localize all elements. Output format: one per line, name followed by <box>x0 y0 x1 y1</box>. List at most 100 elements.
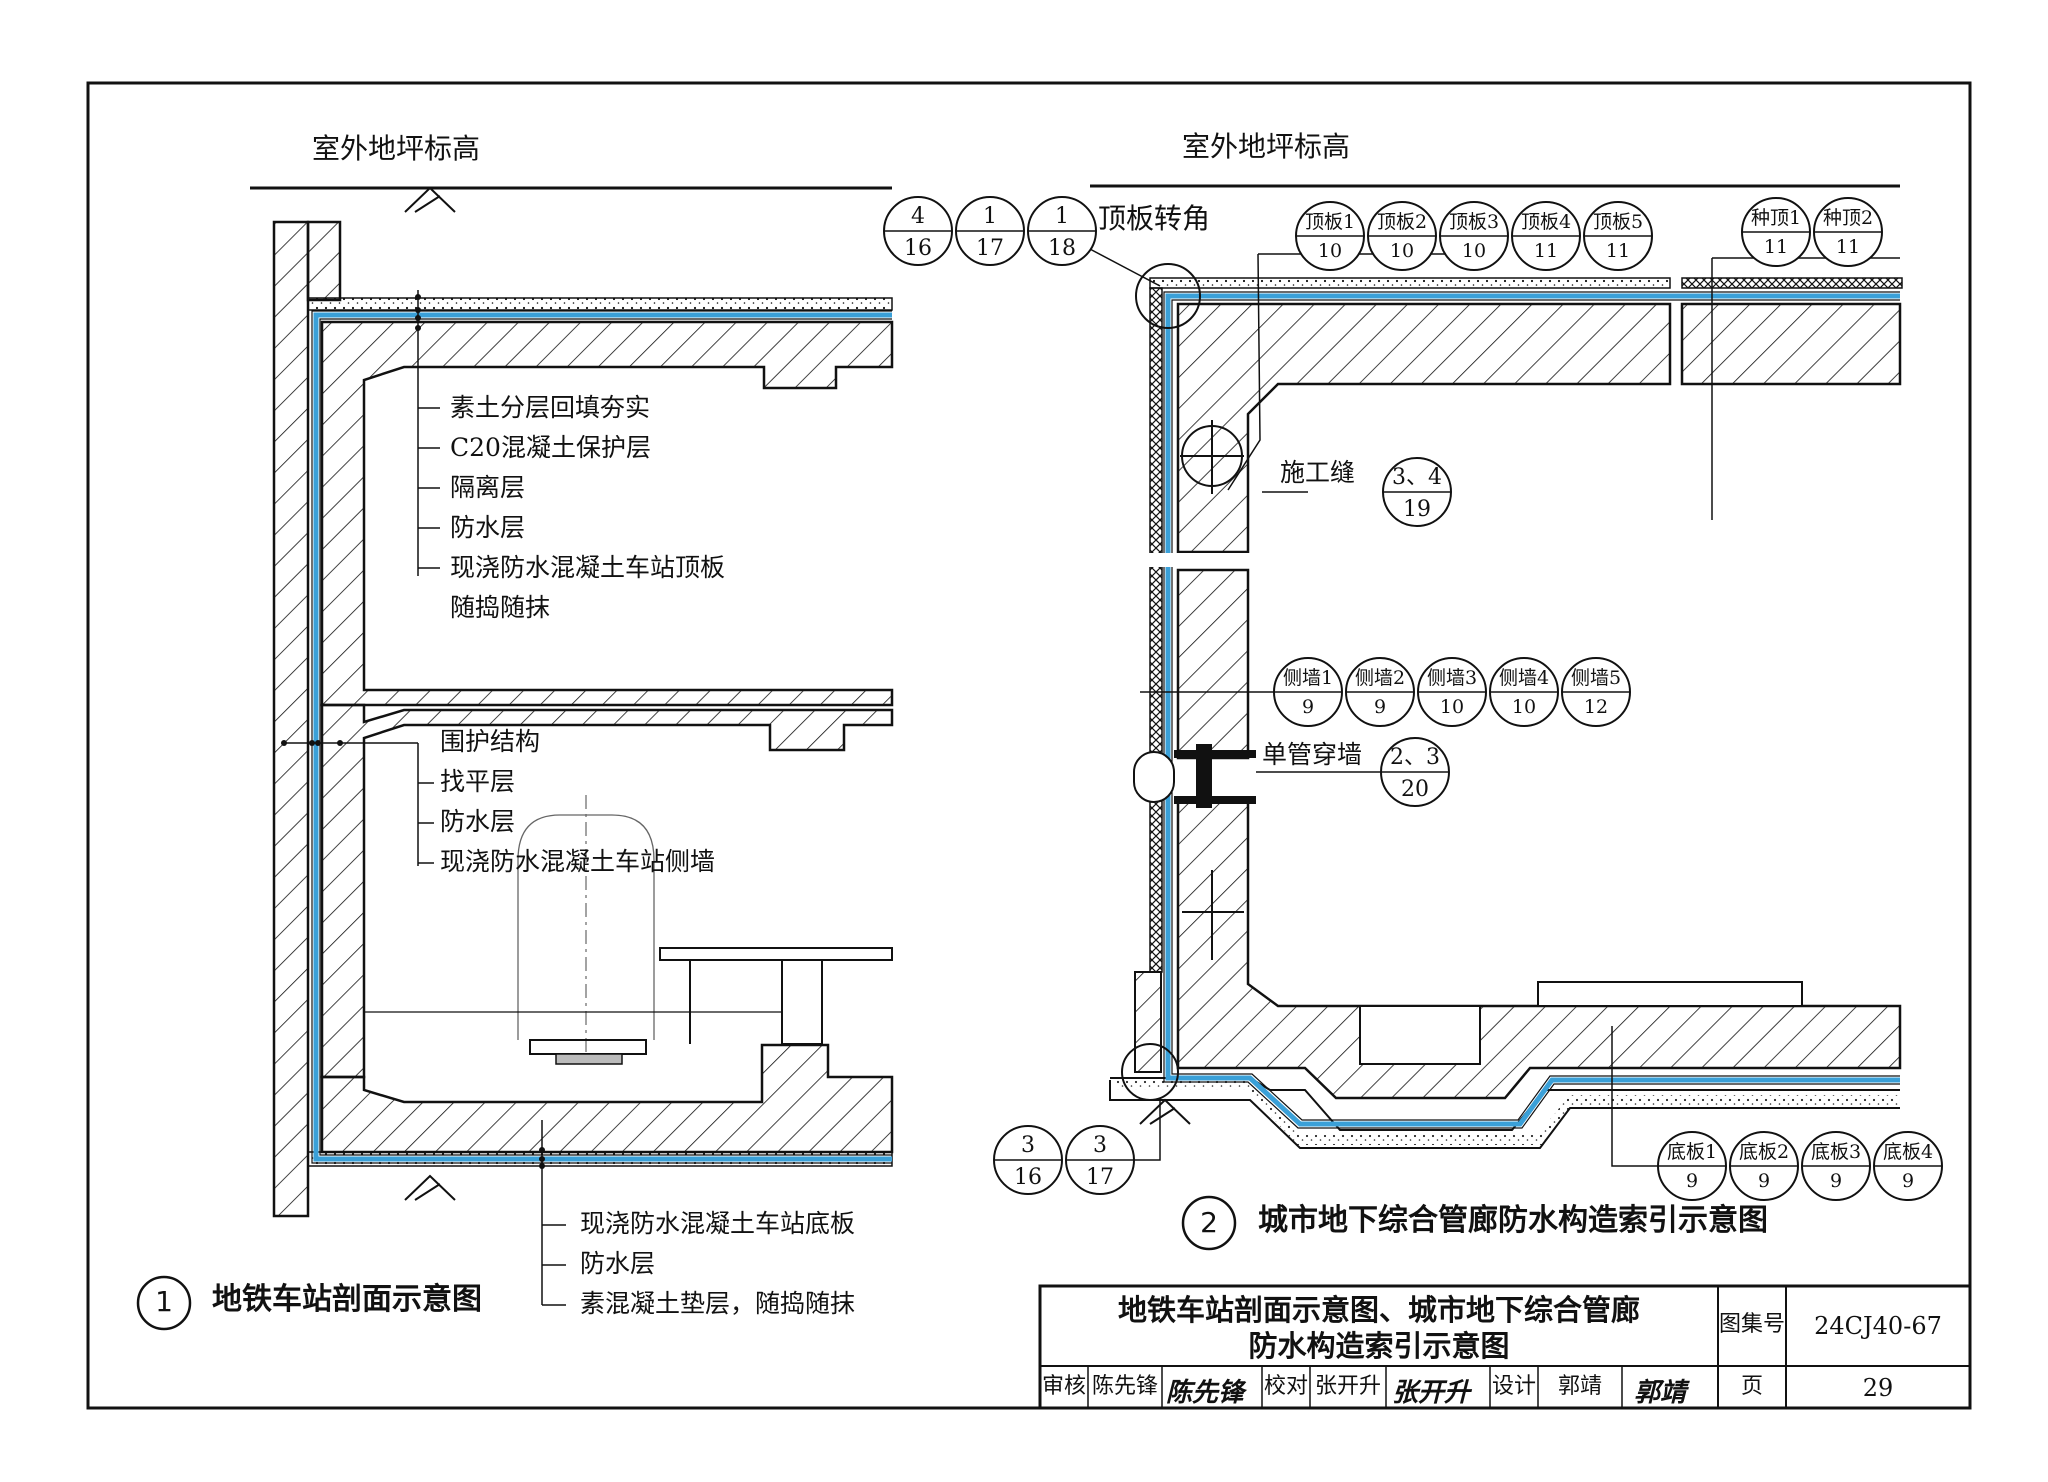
fig1-floor-callout: 防水层 <box>580 1249 656 1278</box>
fig1-wall-callout: 防水层 <box>440 807 516 836</box>
ref-bottom-text: 9 <box>1830 1170 1842 1192</box>
ref-top-text: 顶板4 <box>1521 211 1571 233</box>
designer-name: 郭靖 <box>1557 1374 1602 1399</box>
checker-name: 张开升 <box>1314 1374 1381 1399</box>
corner-ref-circle: 416 <box>883 196 953 266</box>
reviewer-name: 陈先锋 <box>1091 1374 1158 1399</box>
design-label: 设计 <box>1491 1374 1536 1399</box>
fig2-floor-slab <box>1176 796 1902 1100</box>
fig1-number: 1 <box>155 1285 173 1318</box>
designer-signature: 郭靖 <box>1634 1378 1687 1408</box>
fig2-number: 2 <box>1200 1206 1218 1239</box>
ref-top-text: 侧墙3 <box>1427 667 1477 689</box>
ref-top-text: 3 <box>1093 1133 1107 1158</box>
ref-bottom-text: 9 <box>1758 1170 1770 1192</box>
fig1-drawing <box>136 186 894 1331</box>
fig1-roof-callout: 随捣随抹 <box>450 593 551 622</box>
fig2-ground-label: 室外地坪标高 <box>1182 130 1351 163</box>
ref-bottom-text: 16 <box>904 236 932 261</box>
fig2-corner-label: 顶板转角 <box>1098 202 1211 235</box>
fig1-roof-callout: 隔离层 <box>450 473 526 502</box>
ref-top-text: 顶板2 <box>1377 211 1427 233</box>
ref-top-text: 底板3 <box>1811 1141 1861 1163</box>
ref-top-text: 2、3 <box>1390 745 1440 770</box>
fig2-drawing <box>1087 184 1903 1251</box>
fig1-number-circle <box>136 1275 192 1331</box>
page-label: 页 <box>1740 1374 1763 1399</box>
bottom-corner-ref-circle: 316 <box>993 1125 1063 1195</box>
ref-bottom-text: 11 <box>1764 236 1788 258</box>
fig2-pipe-label: 单管穿墙 <box>1262 740 1363 769</box>
fig1-title: 地铁车站剖面示意图 <box>212 1282 482 1317</box>
ref-bottom-text: 18 <box>1048 236 1076 261</box>
ref-top-text: 种顶2 <box>1823 207 1873 229</box>
ref-top-text: 侧墙4 <box>1499 667 1549 689</box>
ref-top-text: 侧墙1 <box>1283 667 1333 689</box>
fig2-title: 城市地下综合管廊防水构造索引示意图 <box>1258 1203 1768 1238</box>
ref-top-text: 底板1 <box>1667 1141 1717 1163</box>
fig1-floor-callout: 素混凝土垫层，随捣随抹 <box>580 1289 856 1318</box>
title-block-title-line2: 防水构造索引示意图 <box>1248 1329 1510 1363</box>
ref-bottom-text: 10 <box>1462 240 1486 262</box>
check-label: 校对 <box>1263 1374 1308 1399</box>
retaining-wall-cap <box>306 220 342 302</box>
page-number: 29 <box>1862 1374 1894 1402</box>
planting-layer <box>1681 277 1903 289</box>
fig2-joint-label: 施工缝 <box>1280 458 1356 487</box>
corner-ref-circle: 117 <box>955 196 1025 266</box>
ref-top-text: 3、4 <box>1392 465 1442 490</box>
ref-bottom-text: 20 <box>1401 777 1429 802</box>
fig1-roof-slab <box>320 320 894 707</box>
fig1-wall-callout: 围护结构 <box>440 727 541 756</box>
ref-bottom-text: 9 <box>1374 696 1386 718</box>
ref-top-text: 顶板5 <box>1593 211 1643 233</box>
ref-bottom-text: 17 <box>976 236 1004 261</box>
ref-top-text: 顶板1 <box>1305 211 1355 233</box>
retaining-wall <box>272 220 310 1218</box>
sheet-border <box>86 81 1972 1410</box>
reviewer-signature: 陈先锋 <box>1166 1378 1245 1408</box>
fig1-ground-label: 室外地坪标高 <box>312 132 481 165</box>
ref-top-text: 4 <box>911 204 925 229</box>
ref-bottom-text: 10 <box>1390 240 1414 262</box>
ref-bottom-text: 10 <box>1440 696 1464 718</box>
fig1-roof-callout: 现浇防水混凝土车站顶板 <box>450 553 726 582</box>
ref-bottom-text: 10 <box>1318 240 1342 262</box>
ref-top-text: 底板2 <box>1739 1141 1789 1163</box>
ref-bottom-text: 16 <box>1014 1165 1042 1190</box>
fig2-side-wall <box>1176 568 1250 760</box>
title-block-title-line1: 地铁车站剖面示意图、城市地下综合管廊 <box>1117 1293 1640 1327</box>
ref-bottom-text: 11 <box>1606 240 1630 262</box>
ref-bottom-text: 9 <box>1302 696 1314 718</box>
ref-bottom-text: 10 <box>1512 696 1536 718</box>
fig1-side-wall <box>320 703 894 1079</box>
fig2-wall-protection <box>1149 287 1163 789</box>
fig1-wall-callout: 找平层 <box>440 767 516 796</box>
reference-index-circles: 416117118顶板110顶板210顶板310顶板411顶板511种顶111种… <box>883 196 1943 1201</box>
fig1-roof-callout: 防水层 <box>450 513 526 542</box>
ref-top-text: 侧墙2 <box>1355 667 1405 689</box>
bottom-corner-ref-circle: 317 <box>1065 1125 1135 1195</box>
fig2-roof-slab <box>1176 302 1672 554</box>
ref-top-text: 1 <box>1055 204 1069 229</box>
fig2-waterproof-layer <box>1165 293 1900 1127</box>
ref-bottom-text: 9 <box>1902 1170 1914 1192</box>
corner-ref-circle: 118 <box>1027 196 1097 266</box>
ref-bottom-text: 17 <box>1086 1165 1114 1190</box>
fig1-waterproof-layer <box>313 312 892 1162</box>
ref-bottom-text: 11 <box>1836 236 1860 258</box>
fig1-floor-callout: 现浇防水混凝土车站底板 <box>580 1209 856 1238</box>
fig2-number-circle <box>1181 1195 1237 1251</box>
title-block <box>1038 1284 1972 1410</box>
